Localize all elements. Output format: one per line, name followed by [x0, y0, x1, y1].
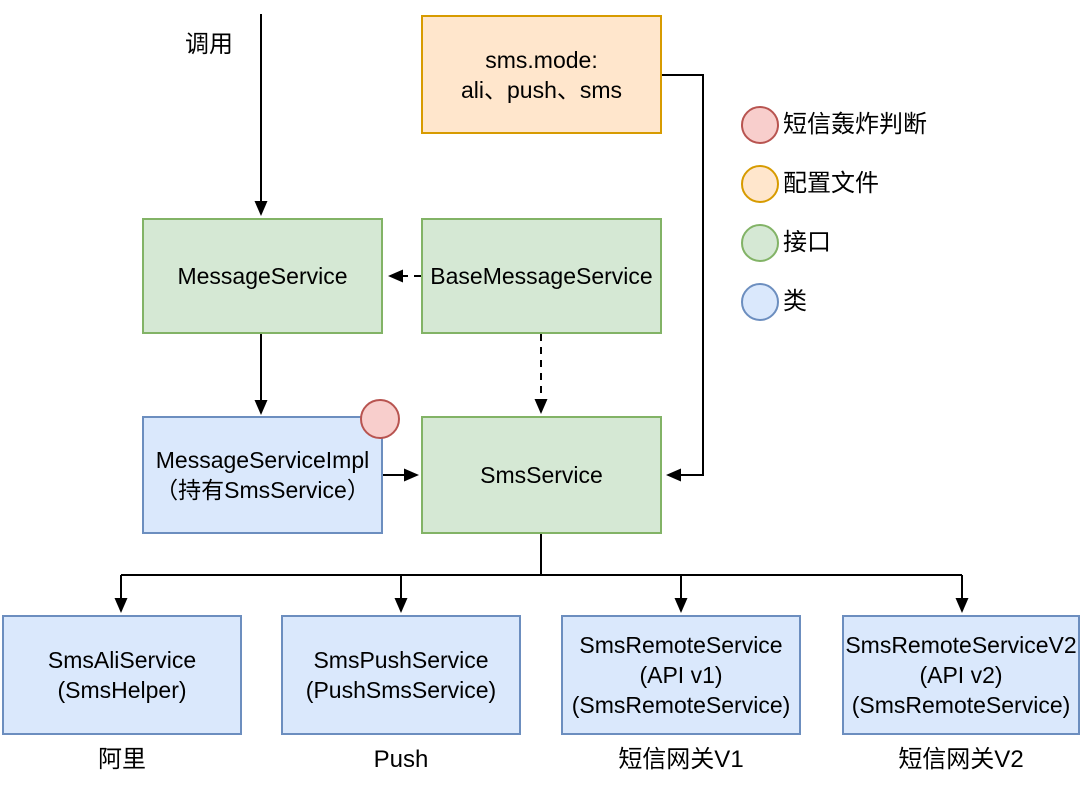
node-base-message-service-label: BaseMessageService: [430, 263, 653, 289]
node-sms-service-label: SmsService: [480, 462, 603, 488]
legend-label-class: 类: [783, 288, 807, 315]
legend-blue-circle-icon: [741, 283, 779, 321]
legend-row-class: 类: [741, 283, 927, 321]
node-sms-remote-service-v2-line3: (SmsRemoteService): [851, 692, 1071, 718]
edge-config-smsservice-arrowhead-icon: [666, 468, 681, 482]
node-config-file: sms.mode: ali、push、sms: [421, 15, 662, 134]
node-sms-push-service-line2: (PushSmsService): [305, 677, 497, 703]
legend-row-interface: 接口: [741, 224, 927, 262]
legend-row-config-file: 配置文件: [741, 165, 927, 203]
node-message-service-impl: MessageServiceImpl （持有SmsService）: [142, 416, 383, 534]
node-message-service-impl-line1: MessageServiceImpl: [155, 447, 370, 473]
edge-fanout-remotev2-arrowhead-icon: [955, 598, 969, 613]
edge-fanout-push-arrowhead-icon: [394, 598, 408, 613]
node-sms-remote-service-v1-line1: SmsRemoteService: [579, 632, 783, 658]
legend: 短信轰炸判断 配置文件 接口 类: [741, 106, 927, 342]
sms-bombing-badge-icon: [360, 399, 400, 439]
edge-impl-smsservice-arrowhead-icon: [404, 468, 419, 482]
caption-sms-gateway-v1: 短信网关V1: [618, 746, 744, 773]
node-sms-ali-service: SmsAliService (SmsHelper): [2, 615, 242, 735]
edge-base-smsservice-arrowhead-icon: [534, 399, 548, 414]
caption-push: Push: [373, 746, 429, 773]
node-message-service-impl-line2: （持有SmsService）: [155, 477, 370, 503]
node-sms-remote-service-v1-line2: (API v1): [639, 662, 723, 688]
invoke-label: 调用: [185, 31, 233, 58]
edge-messageservice-impl-arrowhead-icon: [254, 400, 268, 415]
node-base-message-service: BaseMessageService: [421, 218, 662, 334]
node-sms-remote-service-v2-line2: (API v2): [919, 662, 1003, 688]
node-sms-ali-service-line2: (SmsHelper): [57, 677, 187, 703]
node-message-service-label: MessageService: [177, 263, 348, 289]
legend-label-interface: 接口: [783, 229, 831, 256]
node-sms-remote-service-v1-line3: (SmsRemoteService): [571, 692, 791, 718]
edge-fanout-remotev1-arrowhead-icon: [674, 598, 688, 613]
legend-label-config-file: 配置文件: [783, 170, 879, 197]
caption-ali: 阿里: [98, 746, 146, 773]
edge-base-messageservice-arrowhead-icon: [388, 269, 403, 283]
node-sms-ali-service-line1: SmsAliService: [47, 647, 197, 673]
legend-row-sms-bombing: 短信轰炸判断: [741, 106, 927, 144]
node-config-line2: ali、push、sms: [460, 76, 623, 103]
node-sms-remote-service-v2: SmsRemoteServiceV2 (API v2) (SmsRemoteSe…: [842, 615, 1080, 735]
legend-orange-circle-icon: [741, 165, 779, 203]
node-sms-push-service-line1: SmsPushService: [313, 647, 489, 673]
node-sms-remote-service-v2-line1: SmsRemoteServiceV2: [845, 632, 1077, 658]
node-sms-remote-service-v1: SmsRemoteService (API v1) (SmsRemoteServ…: [561, 615, 801, 735]
legend-green-circle-icon: [741, 224, 779, 262]
legend-label-sms-bombing: 短信轰炸判断: [783, 111, 927, 138]
edge-smsservice-fanout-line: [120, 534, 963, 598]
edge-fanout-ali-arrowhead-icon: [114, 598, 128, 613]
node-sms-push-service: SmsPushService (PushSmsService): [281, 615, 521, 735]
edge-call-arrowhead-icon: [254, 201, 268, 216]
node-message-service: MessageService: [142, 218, 383, 334]
node-sms-service: SmsService: [421, 416, 662, 534]
edge-config-smsservice-line: [662, 74, 704, 476]
caption-sms-gateway-v2: 短信网关V2: [898, 746, 1024, 773]
legend-red-circle-icon: [741, 106, 779, 144]
node-config-line1: sms.mode:: [485, 46, 598, 73]
